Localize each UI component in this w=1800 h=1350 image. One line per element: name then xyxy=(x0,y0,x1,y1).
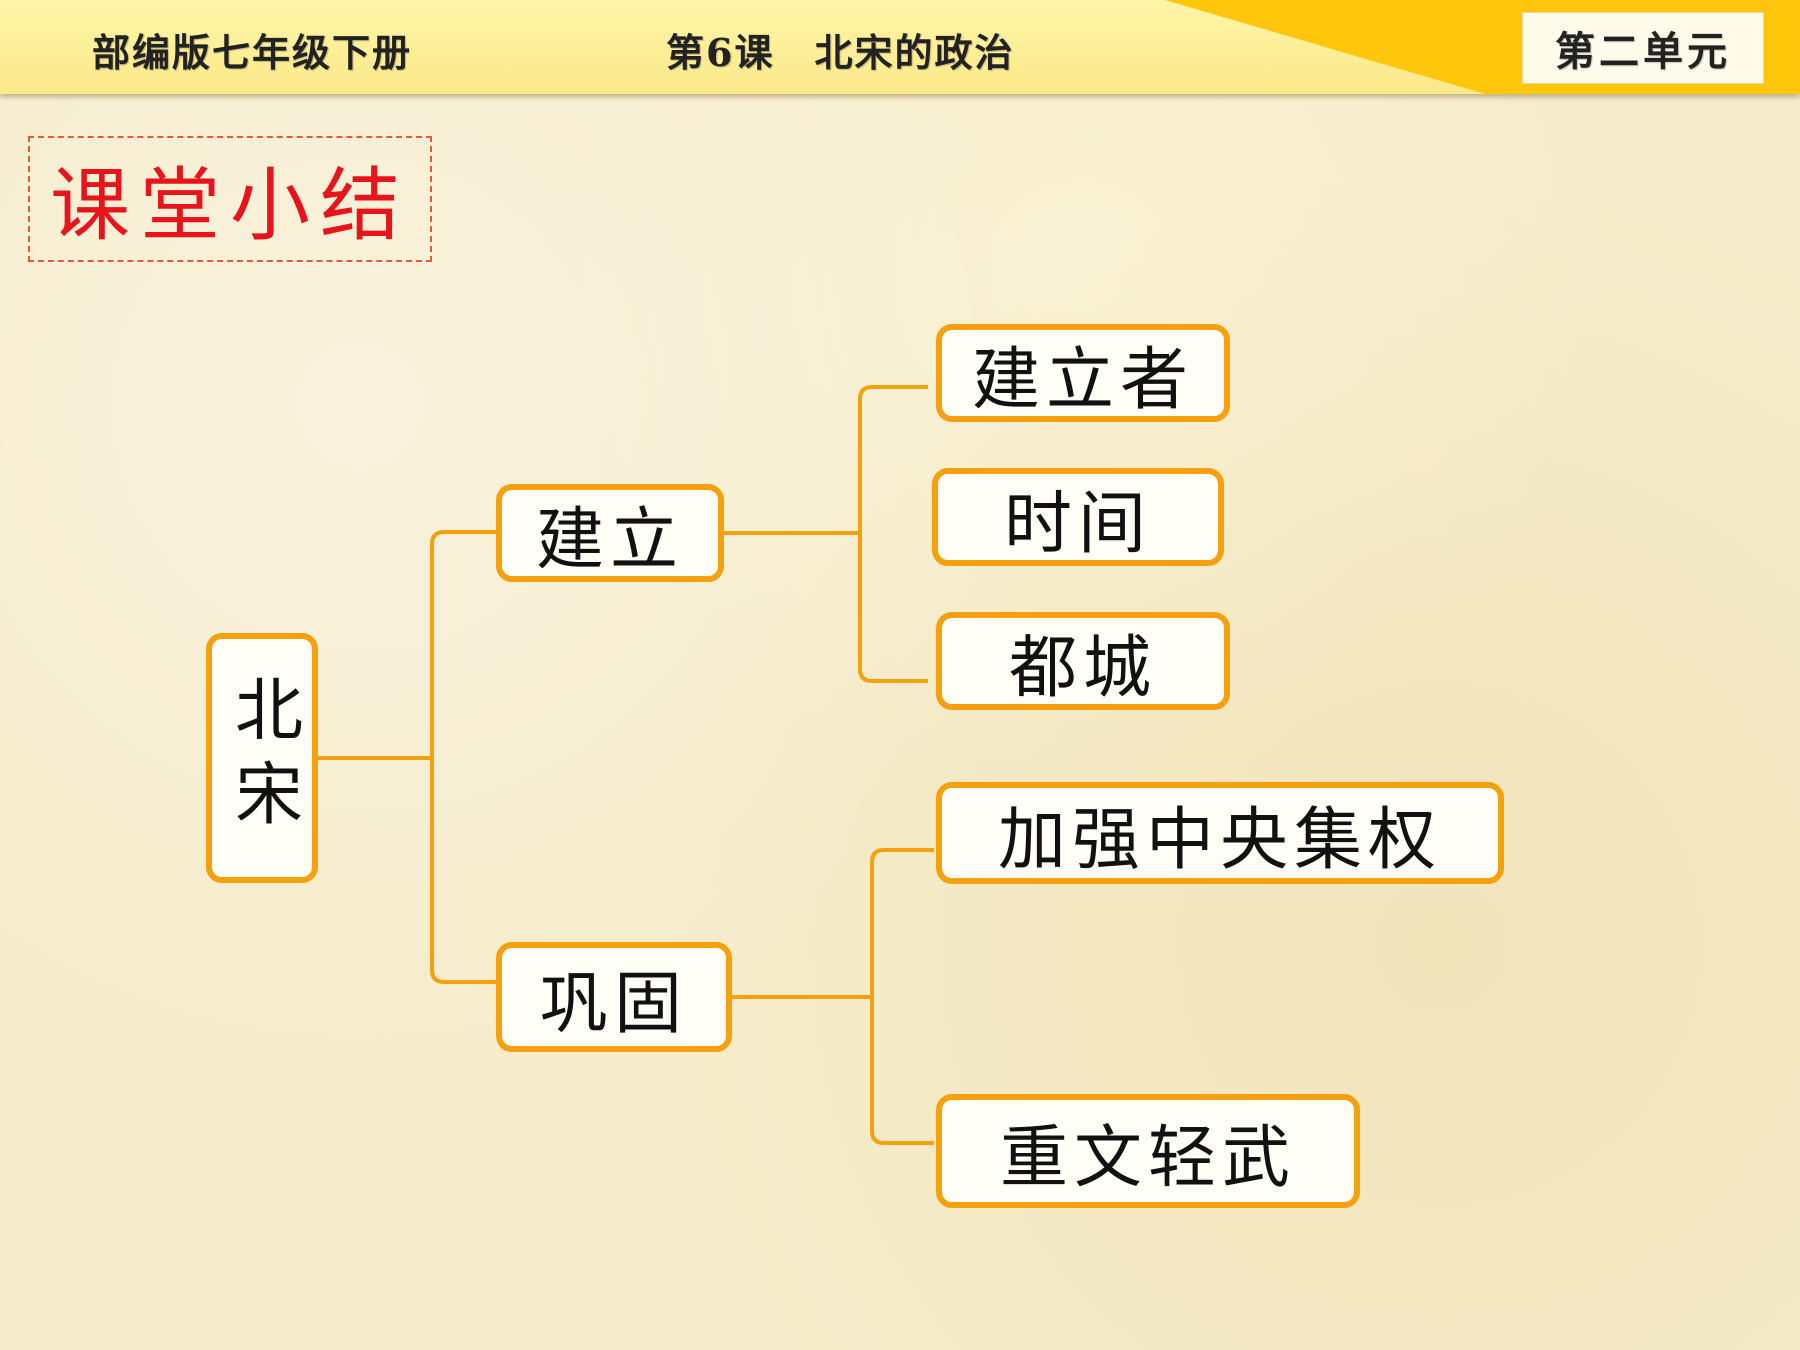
node-root: 北宋 xyxy=(206,633,318,883)
unit-label: 第二单元 xyxy=(1555,28,1731,75)
node-time: 时间 xyxy=(932,468,1224,566)
node-consolidate: 巩固 xyxy=(496,942,732,1052)
node-root-label: 北宋 xyxy=(222,674,302,842)
node-centralization-label: 加强中央集权 xyxy=(997,800,1442,880)
connector-root-branches xyxy=(430,530,500,984)
node-founder: 建立者 xyxy=(936,324,1230,422)
node-consolidate-label: 巩固 xyxy=(539,964,688,1044)
section-title-box: 课堂小结 xyxy=(28,136,432,262)
node-capital: 都城 xyxy=(936,612,1230,710)
node-capital-label: 都城 xyxy=(1008,628,1157,708)
node-centralization: 加强中央集权 xyxy=(936,782,1504,884)
node-establish: 建立 xyxy=(496,484,724,582)
connector-consolidate-children xyxy=(870,848,934,1145)
textbook-title: 部编版七年级下册 xyxy=(92,30,413,75)
section-title: 课堂小结 xyxy=(50,159,410,252)
node-civil-over-military-label: 重文轻武 xyxy=(999,1118,1296,1198)
node-time-label: 时间 xyxy=(1003,484,1152,564)
node-civil-over-military: 重文轻武 xyxy=(936,1094,1360,1208)
header-bar: 部编版七年级下册 第6课 北宋的政治 第二单元 xyxy=(0,0,1800,94)
unit-badge: 第二单元 xyxy=(1522,12,1764,84)
lesson-title: 第6课 北宋的政治 xyxy=(666,30,1015,75)
connector-establish-children xyxy=(858,385,928,683)
node-establish-label: 建立 xyxy=(535,500,684,580)
node-founder-label: 建立者 xyxy=(971,340,1194,420)
